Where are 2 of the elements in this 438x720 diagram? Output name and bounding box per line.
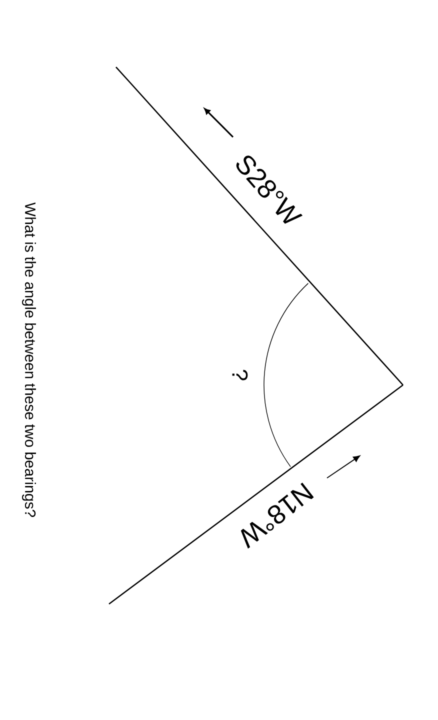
angle-label: ? [232,370,248,380]
question-text: What is the angle between these two bearings? [22,202,36,517]
